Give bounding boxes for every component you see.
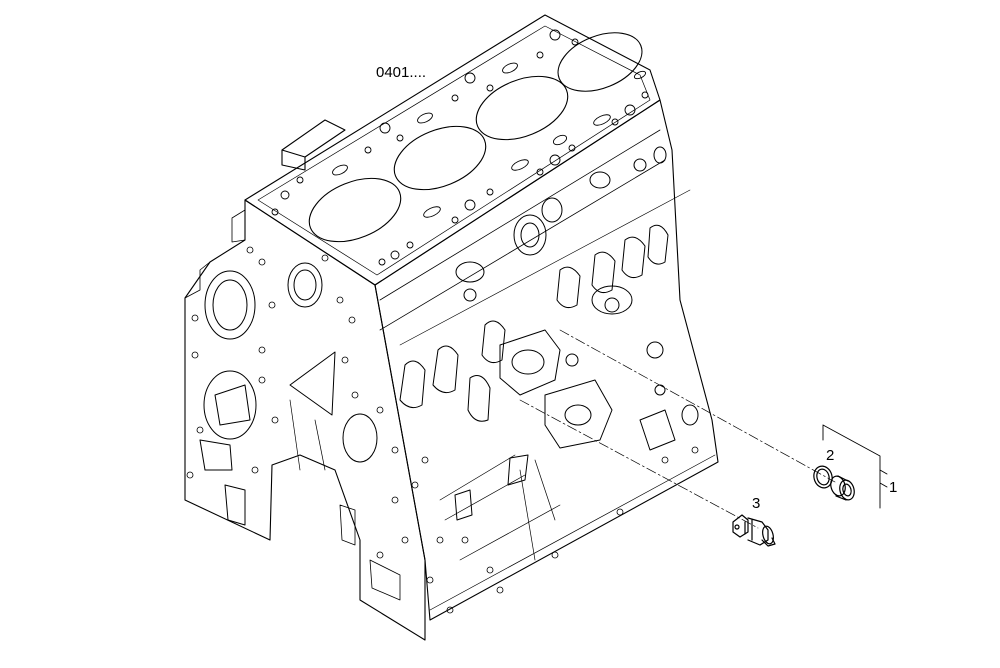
callout-number-2: 2 [826, 447, 835, 464]
block-front-face [184, 199, 426, 641]
front-face-features [186, 246, 409, 601]
front-triangle-cutout [289, 351, 336, 416]
explode-leader-lines [519, 329, 836, 529]
oil-filter-mount [499, 329, 561, 396]
callout-number-3: 3 [752, 495, 761, 512]
bore-2 [393, 125, 487, 191]
bore-1 [308, 177, 402, 243]
block-top-deck [244, 14, 661, 286]
cylinder-bores [308, 32, 643, 243]
leader-line-to-sensor [519, 399, 759, 529]
bore-4 [557, 32, 643, 92]
leader-line-to-plug [559, 329, 836, 483]
part-2-sealing-washer [813, 465, 833, 489]
engine-block [184, 14, 719, 641]
block-side-face [374, 99, 719, 621]
front-bore-middle [287, 262, 323, 308]
part-1-plug [830, 475, 855, 501]
callout-number-1: 1 [889, 479, 898, 496]
callout-bracket [822, 424, 888, 509]
deck-holes [271, 29, 649, 266]
reference-label: 0401.... [376, 64, 427, 81]
lower-mount-plate [544, 379, 613, 449]
front-bore-upper [204, 270, 256, 340]
bore-3 [475, 75, 569, 141]
front-bore-lower [203, 370, 257, 440]
side-face-features [379, 129, 716, 614]
part-3-pressure-sensor [732, 514, 776, 547]
